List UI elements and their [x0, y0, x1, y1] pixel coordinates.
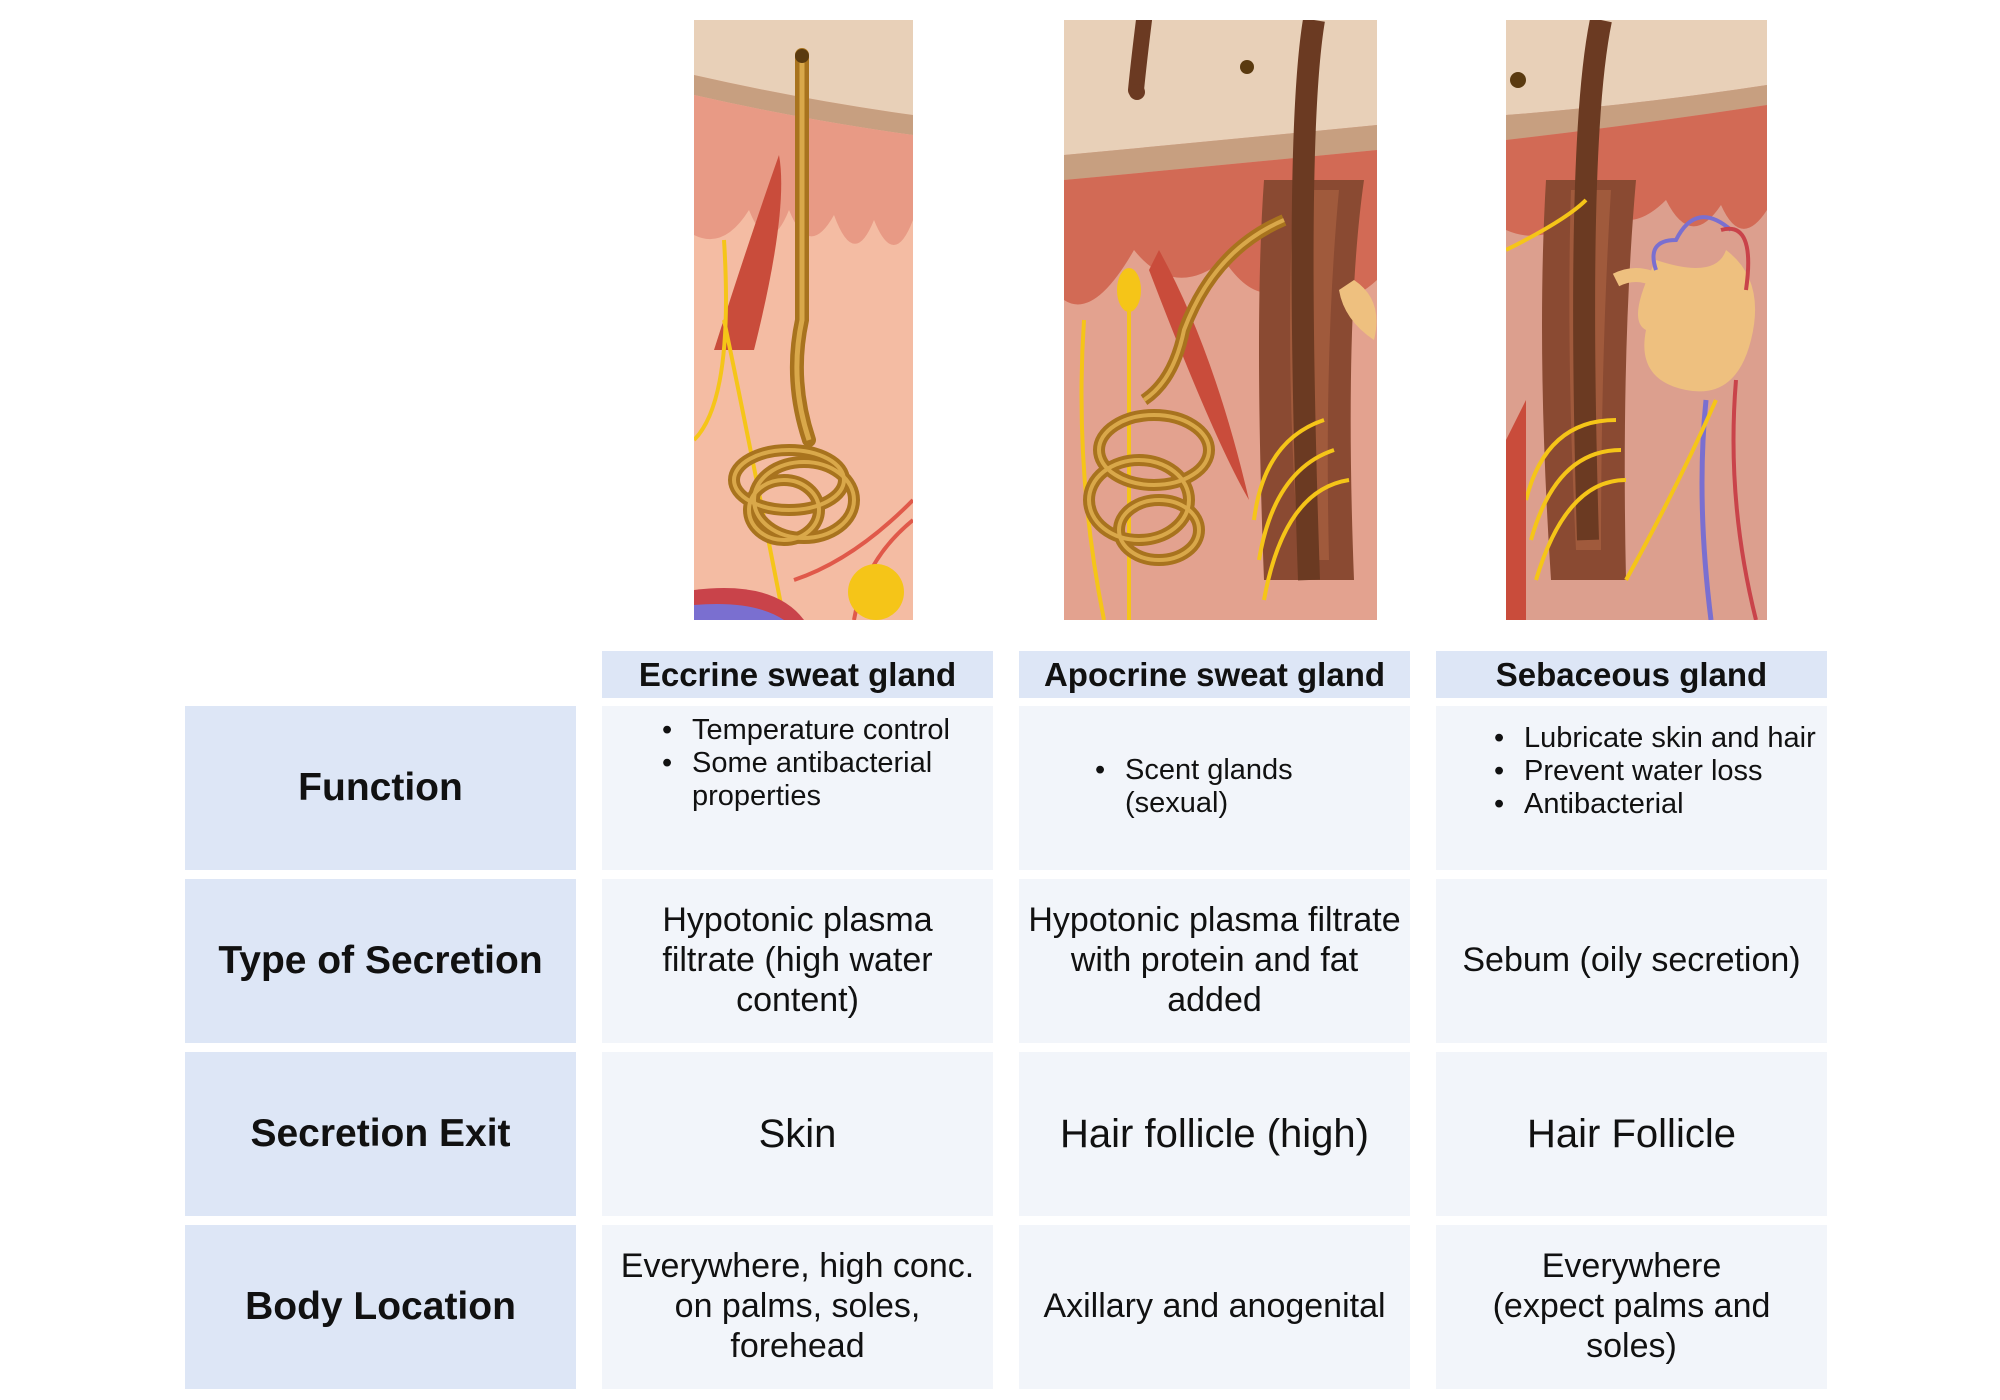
column-header-apocrine: Apocrine sweat gland [1019, 651, 1410, 698]
function-item: Antibacterial [1494, 788, 1844, 821]
apocrine-gland-illustration [1064, 20, 1377, 620]
location-text: Axillary and anogenital [1043, 1287, 1386, 1326]
secretion-text: Hypotonic plasma filtrate (high water co… [662, 901, 933, 1019]
sebaceous-gland-illustration [1506, 20, 1767, 620]
function-item: Prevent water loss [1494, 755, 1844, 788]
location-cell-sebaceous: Everywhere (expect palms and soles) [1436, 1225, 1827, 1389]
function-cell-apocrine: Scent glands (sexual) [1019, 706, 1410, 870]
function-item: Lubricate skin and hair [1494, 722, 1844, 755]
secretion-text: Hypotonic plasma filtrate with protein a… [1028, 901, 1401, 1019]
location-text: Everywhere, high conc. on palms, soles, … [620, 1247, 975, 1365]
eccrine-gland-illustration [694, 20, 913, 620]
exit-cell-eccrine: Skin [602, 1052, 993, 1216]
function-cell-eccrine: Temperature control Some antibacterial p… [602, 706, 993, 870]
column-header-sebaceous: Sebaceous gland [1436, 651, 1827, 698]
location-text: Everywhere (expect palms and soles) [1492, 1247, 1771, 1365]
function-list: Temperature control Some antibacterial p… [654, 714, 993, 812]
secretion-text: Sebum (oily secretion) [1462, 941, 1801, 980]
row-header-secretion-exit: Secretion Exit [185, 1052, 576, 1216]
row-header-body-location: Body Location [185, 1225, 576, 1389]
column-header-eccrine: Eccrine sweat gland [602, 651, 993, 698]
function-item: Scent glands (sexual) [1095, 754, 1345, 820]
exit-cell-apocrine: Hair follicle (high) [1019, 1052, 1410, 1216]
secretion-cell-sebaceous: Sebum (oily secretion) [1436, 879, 1827, 1043]
function-cell-sebaceous: Lubricate skin and hair Prevent water lo… [1436, 706, 1827, 870]
row-header-secretion-type: Type of Secretion [185, 879, 576, 1043]
function-item: Some antibacterial properties [662, 747, 993, 813]
secretion-cell-apocrine: Hypotonic plasma filtrate with protein a… [1019, 879, 1410, 1043]
location-cell-eccrine: Everywhere, high conc. on palms, soles, … [602, 1225, 993, 1389]
location-cell-apocrine: Axillary and anogenital [1019, 1225, 1410, 1389]
secretion-cell-eccrine: Hypotonic plasma filtrate (high water co… [602, 879, 993, 1043]
exit-cell-sebaceous: Hair Follicle [1436, 1052, 1827, 1216]
function-list: Scent glands (sexual) [1087, 754, 1345, 820]
function-list: Lubricate skin and hair Prevent water lo… [1486, 722, 1844, 820]
row-header-function: Function [185, 706, 576, 870]
function-item: Temperature control [662, 714, 993, 747]
